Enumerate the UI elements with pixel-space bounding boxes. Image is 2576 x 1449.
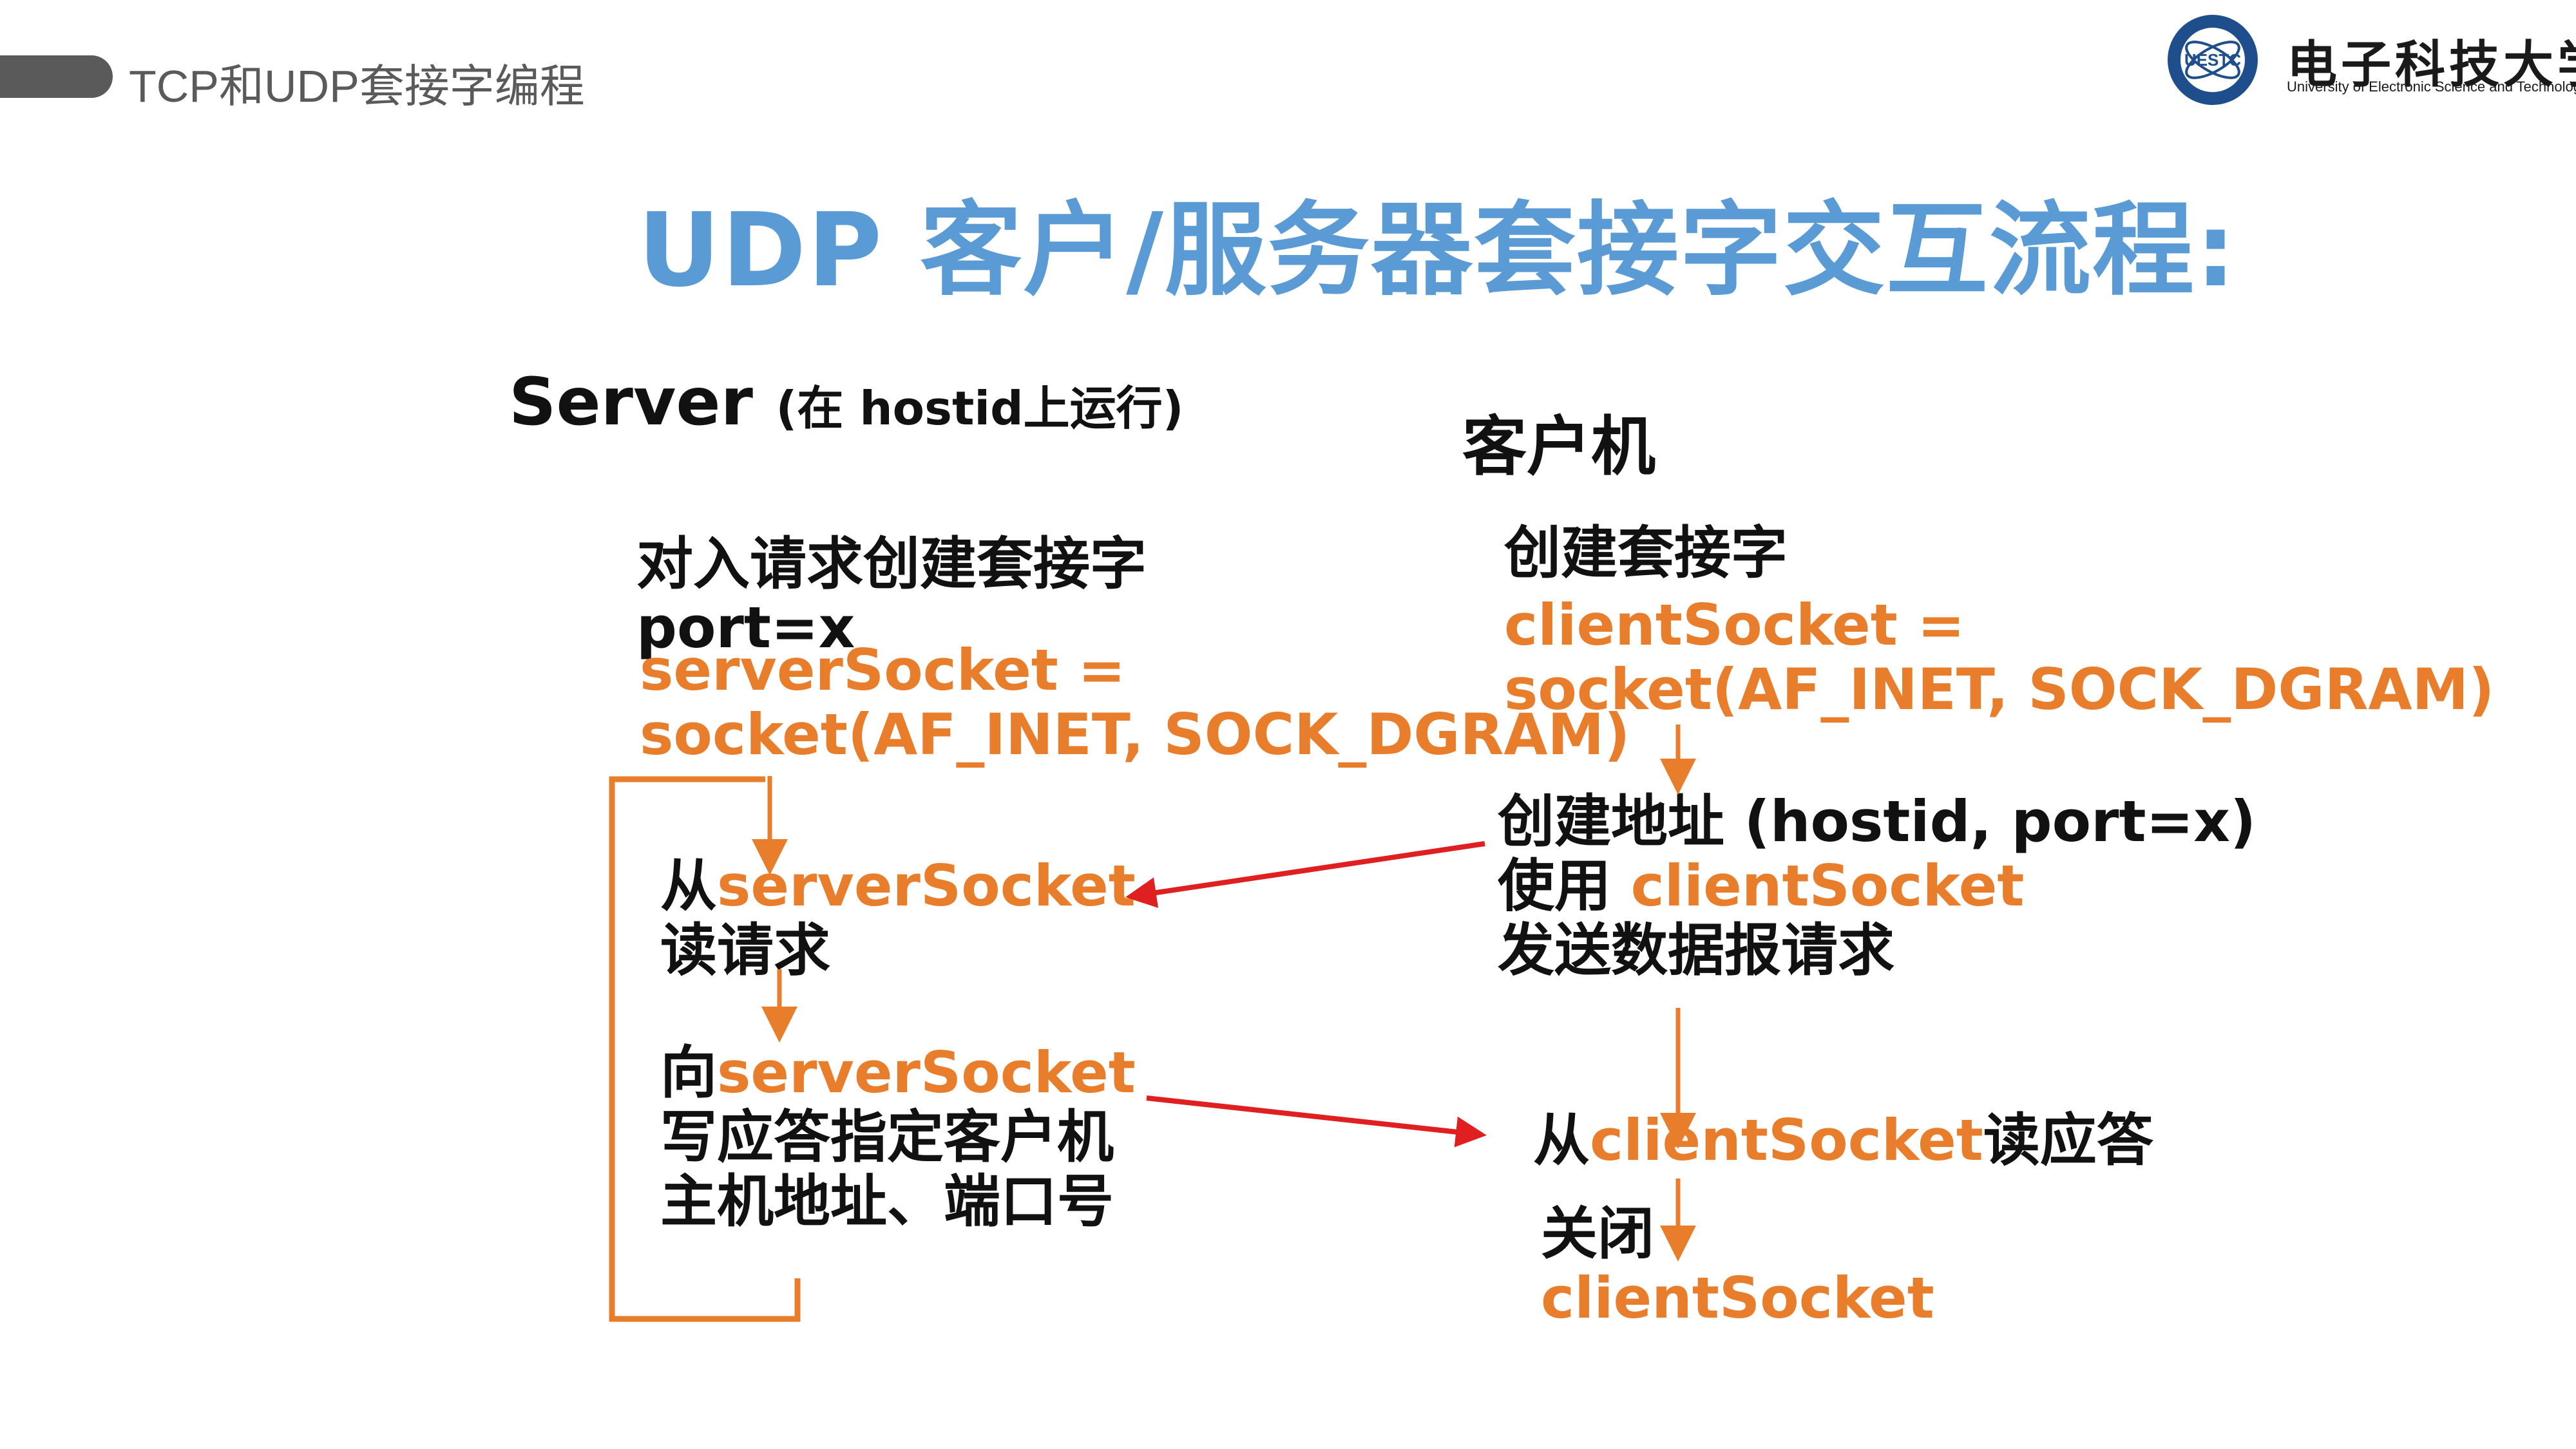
server-step1-port: port=x xyxy=(636,594,855,661)
client-heading: 客户机 xyxy=(1462,409,1655,484)
server-step3-prefix: 向 xyxy=(660,1039,718,1106)
client-step1-code-line1: clientSocket = xyxy=(1504,592,1965,658)
client-step4-line1: 关闭 xyxy=(1541,1200,1655,1267)
client-step1-code-line2: socket(AF_INET, SOCK_DGRAM) xyxy=(1504,656,2495,723)
server-step3-code: serverSocket xyxy=(717,1039,1136,1106)
client-step2-line3: 发送数据报请求 xyxy=(1498,917,1895,983)
client-step2-prefix: 使用 xyxy=(1498,853,1631,919)
server-step3-line3: 主机地址、端口号 xyxy=(660,1168,1114,1235)
university-logo: UESTC 电子科技大学 University of Electronic Sc… xyxy=(2164,12,2576,108)
seal-text: UESTC xyxy=(2184,50,2241,70)
server-heading-note: (在 hostid上运行) xyxy=(776,381,1184,435)
client-step2-line1: 创建地址 (hostid, port=x) xyxy=(1498,788,2256,855)
section-title: TCP和UDP套接字编程 xyxy=(129,61,585,111)
server-loop-line xyxy=(609,776,801,1322)
client-step3-prefix: 从 xyxy=(1533,1107,1590,1173)
client-step2-code: clientSocket xyxy=(1630,853,2025,919)
header-accent-bar xyxy=(0,55,113,98)
page-title: UDP 客户/服务器套接字交互流程: xyxy=(638,191,2238,310)
server-step1-text: 对入请求创建套接字 xyxy=(636,531,1147,597)
server-step3-line2: 写应答指定客户机 xyxy=(660,1104,1114,1170)
client-step4-code: clientSocket xyxy=(1541,1265,1934,1331)
university-seal-icon: UESTC xyxy=(2168,15,2258,105)
server-step2-prefix: 从 xyxy=(660,853,718,919)
server-step1-code-line1: serverSocket = xyxy=(640,637,1126,703)
client-step3-suffix: 读应答 xyxy=(1983,1107,2153,1173)
university-name-cn: 电子科技大学 xyxy=(2287,35,2576,94)
server-heading-label: Server xyxy=(509,364,753,440)
client-step1-text: 创建套接字 xyxy=(1504,520,1788,586)
server-step1-code-line2: socket(AF_INET, SOCK_DGRAM) xyxy=(640,701,1630,768)
reply-datagram-arrow xyxy=(1146,1095,1487,1148)
server-step3-line1: 向serverSocket xyxy=(660,1040,1136,1106)
client-step2-line2: 使用 clientSocket xyxy=(1498,853,2024,919)
client-step3-line: 从clientSocket读应答 xyxy=(1533,1108,2153,1173)
server-heading: Server (在 hostid上运行) xyxy=(509,364,1184,440)
university-name-en: University of Electronic Science and Tec… xyxy=(2287,79,2576,95)
server-step2-line2: 读请求 xyxy=(660,917,831,983)
request-datagram-arrow xyxy=(1125,841,1485,908)
client-step3-code: clientSocket xyxy=(1590,1107,1983,1173)
